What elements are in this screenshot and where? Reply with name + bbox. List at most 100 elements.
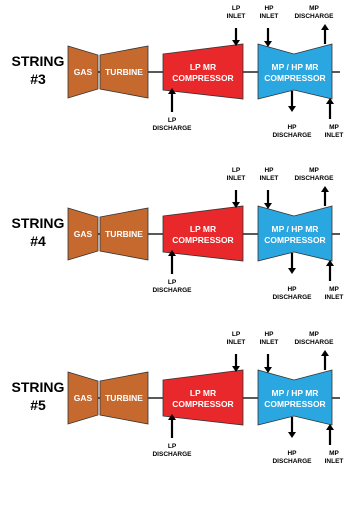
mp-hp-mr-compressor [257, 369, 333, 426]
mp-discharge-arrow-head [321, 350, 329, 356]
lp-inlet-arrow-head [232, 40, 240, 46]
hp-discharge-arrow-head [288, 268, 296, 274]
mp-discharge-label-line-1: MP [309, 167, 319, 174]
mp-inlet-label-line-2: INLET [325, 458, 344, 465]
mp-hp-compressor-label-line-2: COMPRESSOR [264, 399, 325, 409]
mp-hp-compressor-label-line-2: COMPRESSOR [264, 235, 325, 245]
mp-discharge-arrow-head [321, 186, 329, 192]
lp-discharge-arrow [168, 88, 176, 112]
hp-discharge-arrow [288, 91, 296, 112]
lp-inlet-label-line-2: INLET [227, 13, 246, 20]
lp-compressor-label-line-1: LP MR [190, 388, 216, 398]
mp-hp-mr-compressor [257, 43, 333, 100]
hp-inlet-label-line-1: HP [264, 167, 274, 174]
mp-inlet-label-line-1: MP [329, 286, 339, 293]
hp-discharge-label-line-2: DISCHARGE [272, 132, 312, 139]
mp-discharge-arrow [321, 186, 329, 206]
mp-inlet-arrow [326, 98, 334, 119]
hp-inlet-arrow-head [264, 41, 272, 47]
lp-discharge-label-line-1: LP [168, 443, 177, 450]
mp-inlet-arrow-head [326, 98, 334, 104]
lp-discharge-label-line-1: LP [168, 279, 177, 286]
mp-discharge-label-line-2: DISCHARGE [294, 339, 334, 346]
string-title-line-1: STRING [12, 53, 65, 69]
hp-inlet-label-line-2: INLET [260, 175, 279, 182]
mp-discharge-label-line-1: MP [309, 5, 319, 12]
lp-discharge-arrow-head [168, 88, 176, 94]
gas-section [67, 45, 99, 99]
gas-section [67, 207, 99, 261]
gas-section [67, 371, 99, 425]
mp-hp-compressor-label-line-1: MP / HP MR [272, 224, 319, 234]
hp-inlet-label-line-1: HP [264, 5, 274, 12]
lp-inlet-label-line-1: LP [232, 5, 241, 12]
hp-inlet-arrow [264, 28, 272, 47]
hp-discharge-arrow [288, 417, 296, 438]
gas-label: GAS [74, 393, 93, 403]
mp-inlet-arrow [326, 260, 334, 281]
turbine-label: TURBINE [105, 393, 143, 403]
hp-discharge-label-line-1: HP [287, 124, 297, 131]
turbine-section [99, 45, 149, 99]
mp-hp-mr-compressor [257, 205, 333, 262]
mp-inlet-label-line-1: MP [329, 124, 339, 131]
lp-discharge-label-line-2: DISCHARGE [152, 451, 192, 458]
mp-discharge-label-line-2: DISCHARGE [294, 13, 334, 20]
gas-label: GAS [74, 229, 93, 239]
mp-inlet-label-line-2: INLET [325, 294, 344, 301]
turbine-section [99, 371, 149, 425]
lp-discharge-arrow-head [168, 250, 176, 256]
hp-discharge-label-line-2: DISCHARGE [272, 458, 312, 465]
lp-discharge-arrow [168, 414, 176, 438]
lp-compressor-label-line-1: LP MR [190, 62, 216, 72]
lp-compressor-label-line-2: COMPRESSOR [172, 399, 233, 409]
string-title-line-1: STRING [12, 379, 65, 395]
lp-inlet-arrow [232, 28, 240, 46]
lp-mr-compressor [162, 205, 244, 262]
mp-discharge-arrow [321, 24, 329, 44]
lp-compressor-label-line-2: COMPRESSOR [172, 73, 233, 83]
string-title-line-2: #3 [30, 71, 46, 87]
mp-inlet-label-line-1: MP [329, 450, 339, 457]
mp-inlet-arrow [326, 424, 334, 445]
hp-discharge-arrow-head [288, 106, 296, 112]
lp-inlet-label-line-2: INLET [227, 175, 246, 182]
hp-discharge-label-line-1: HP [287, 450, 297, 457]
lp-compressor-label-line-1: LP MR [190, 224, 216, 234]
mp-hp-compressor-label-line-1: MP / HP MR [272, 62, 319, 72]
mp-discharge-arrow [321, 350, 329, 370]
lp-inlet-arrow-head [232, 202, 240, 208]
gas-label: GAS [74, 67, 93, 77]
turbine-label: TURBINE [105, 67, 143, 77]
hp-discharge-label-line-2: DISCHARGE [272, 294, 312, 301]
lp-discharge-arrow-head [168, 414, 176, 420]
string-title-line-2: #4 [30, 233, 46, 249]
lp-discharge-label-line-2: DISCHARGE [152, 287, 192, 294]
lp-compressor-label-line-2: COMPRESSOR [172, 235, 233, 245]
hp-inlet-label-line-2: INLET [260, 13, 279, 20]
mp-discharge-label-line-1: MP [309, 331, 319, 338]
hp-inlet-arrow [264, 354, 272, 373]
lp-mr-compressor [162, 369, 244, 426]
mp-hp-compressor-label-line-2: COMPRESSOR [264, 73, 325, 83]
mp-discharge-arrow-head [321, 24, 329, 30]
lp-discharge-label-line-1: LP [168, 117, 177, 124]
turbine-label: TURBINE [105, 229, 143, 239]
lp-inlet-arrow [232, 190, 240, 208]
hp-discharge-label-line-1: HP [287, 286, 297, 293]
lp-discharge-arrow [168, 250, 176, 274]
lp-mr-compressor [162, 43, 244, 100]
lp-inlet-label-line-1: LP [232, 167, 241, 174]
hp-inlet-label-line-2: INLET [260, 339, 279, 346]
mp-discharge-label-line-2: DISCHARGE [294, 175, 334, 182]
hp-inlet-arrow [264, 190, 272, 209]
turbine-section [99, 207, 149, 261]
hp-inlet-arrow-head [264, 203, 272, 209]
hp-inlet-arrow-head [264, 367, 272, 373]
string-title-line-1: STRING [12, 215, 65, 231]
string-title-line-2: #5 [30, 397, 46, 413]
